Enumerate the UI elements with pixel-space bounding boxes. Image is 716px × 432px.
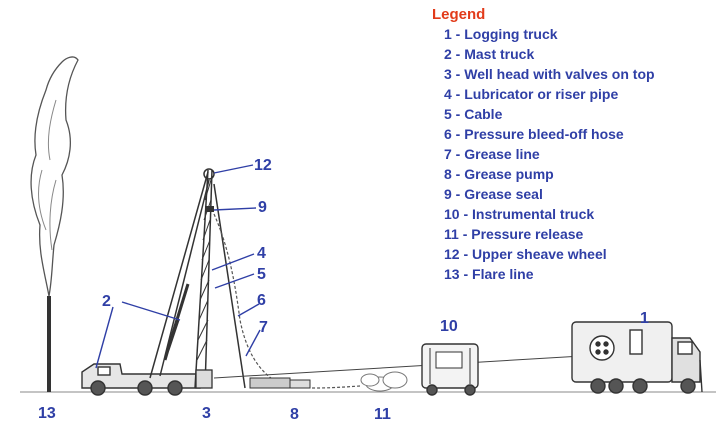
legend-item: 6 - Pressure bleed-off hose — [444, 126, 624, 142]
legend-item: 3 - Well head with valves on top — [444, 66, 655, 82]
legend-item: 9 - Grease seal — [444, 186, 543, 202]
callout-11: 11 — [374, 406, 391, 423]
legend-item: 5 - Cable — [444, 106, 503, 122]
legend-item: 7 - Grease line — [444, 146, 540, 162]
flare-line — [30, 56, 79, 392]
legend-item: 12 - Upper sheave wheel — [444, 246, 607, 262]
legend-item: 1 - Logging truck — [444, 26, 558, 42]
legend-title: Legend — [432, 6, 486, 23]
legend-item: 2 - Mast truck — [444, 46, 535, 62]
pressure-release-cloud — [360, 371, 408, 392]
legend-item: 11 - Pressure release — [444, 226, 584, 242]
grease-seal — [205, 206, 214, 212]
mast-tower — [149, 169, 246, 389]
well-head — [195, 369, 213, 389]
logging-truck — [571, 321, 703, 394]
callout-5: 5 — [257, 266, 266, 283]
callout-7: 7 — [259, 319, 268, 336]
legend: Legend 1 - Logging truck 2 - Mast truck … — [432, 6, 655, 284]
instrumental-truck — [421, 343, 479, 396]
callout-12: 12 — [254, 157, 272, 174]
upper-sheave-wheel — [203, 168, 215, 180]
legend-item: 4 - Lubricator or riser pipe — [444, 86, 619, 102]
legend-item: 10 - Instrumental truck — [444, 206, 595, 222]
callout-9: 9 — [258, 199, 267, 216]
flare-flame — [30, 56, 79, 297]
legend-item: 13 - Flare line — [444, 266, 534, 282]
callout-13: 13 — [38, 405, 56, 422]
callout-10: 10 — [440, 318, 458, 335]
callout-8: 8 — [290, 406, 299, 423]
legend-list: 1 - Logging truck 2 - Mast truck 3 - Wel… — [432, 24, 655, 284]
pressure-bleed-off-hose — [213, 213, 361, 389]
leader-lines — [95, 164, 261, 369]
callout-4: 4 — [257, 245, 266, 262]
cable — [213, 355, 583, 379]
mast-truck — [81, 363, 201, 396]
grease-pump — [249, 377, 311, 389]
callout-2: 2 — [102, 293, 111, 310]
callout-3: 3 — [202, 405, 211, 422]
callout-6: 6 — [257, 292, 266, 309]
callout-1: 1 — [640, 310, 649, 327]
legend-item: 8 - Grease pump — [444, 166, 554, 182]
